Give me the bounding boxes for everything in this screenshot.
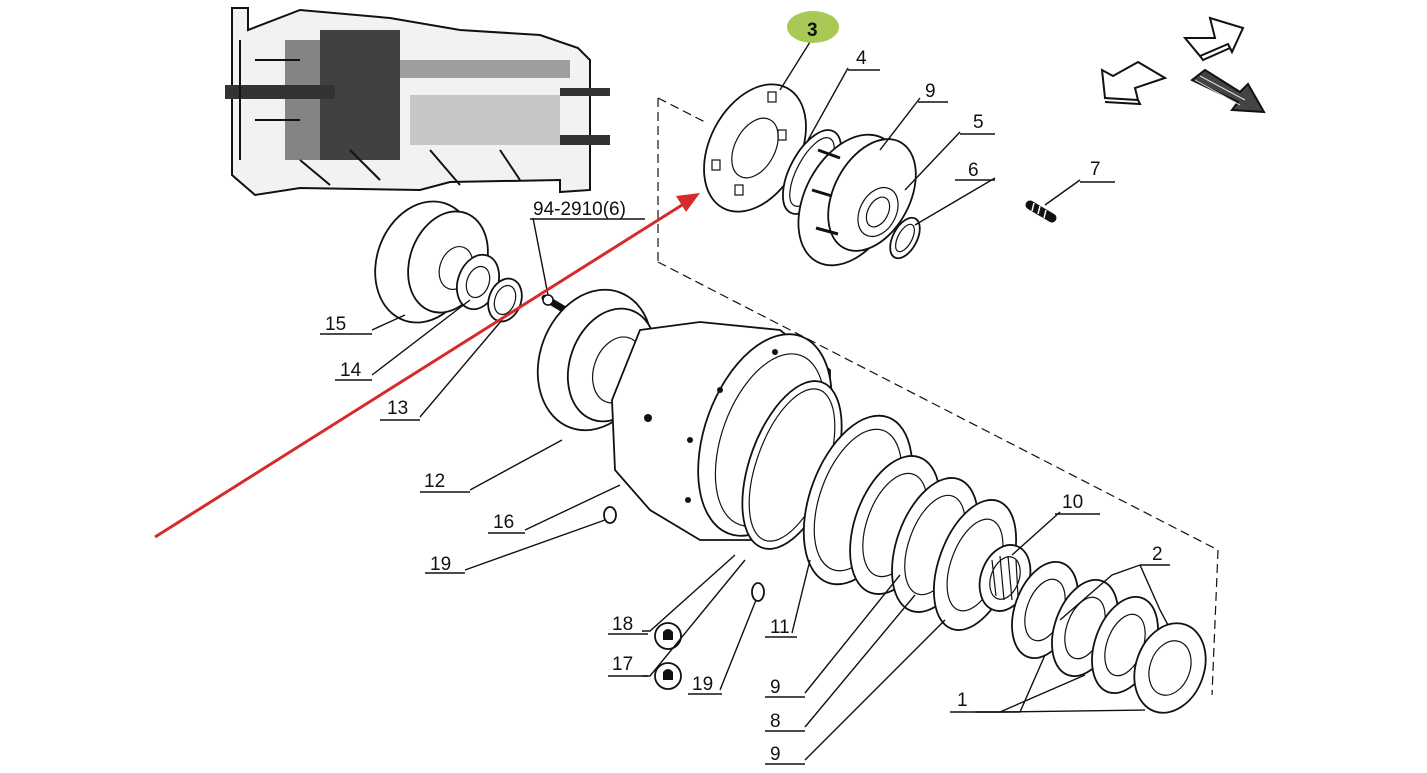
transmission-section-icon[interactable]: [225, 5, 610, 197]
label-5[interactable]: 5: [973, 112, 984, 133]
label-13[interactable]: 13: [387, 398, 408, 419]
part-7-pin[interactable]: [1025, 200, 1057, 223]
label-19-bottom[interactable]: 19: [692, 674, 713, 695]
label-1[interactable]: 1: [957, 690, 968, 711]
nav-arrow-down-left-icon[interactable]: [1100, 60, 1168, 106]
part-2-plates[interactable]: [1000, 553, 1171, 702]
leader-lines: [371, 41, 1169, 761]
part-18-plug-icon[interactable]: [654, 622, 682, 650]
label-9-middle[interactable]: 9: [770, 677, 781, 698]
label-10[interactable]: 10: [1062, 492, 1083, 513]
label-15[interactable]: 15: [325, 314, 346, 335]
label-19-left[interactable]: 19: [430, 554, 451, 575]
label-11[interactable]: 11: [770, 617, 790, 638]
nav-arrow-up-right-icon[interactable]: [1182, 16, 1245, 62]
part-1-end-ring[interactable]: [1122, 613, 1217, 723]
label-12[interactable]: 12: [424, 471, 445, 492]
red-pointer-arrow: [154, 193, 700, 539]
part-19-o-ring-lower[interactable]: [751, 582, 765, 602]
part-6-seal-ring[interactable]: [884, 213, 926, 263]
clutch-disc-stack[interactable]: [783, 401, 1032, 641]
nav-arrow-down-right-icon[interactable]: [1190, 68, 1266, 114]
label-8[interactable]: 8: [770, 711, 781, 732]
part-labels: 3 4 9 5 6 7 15 14 13 12 16 19 10 2 18 17…: [320, 20, 1170, 765]
label-4[interactable]: 4: [856, 48, 867, 69]
part-19-o-ring-upper[interactable]: [603, 506, 617, 524]
label-17[interactable]: 17: [612, 654, 633, 675]
label-18[interactable]: 18: [612, 614, 633, 635]
label-9-top[interactable]: 9: [925, 81, 936, 102]
label-14[interactable]: 14: [340, 360, 362, 381]
bolt-94-2910[interactable]: [541, 294, 569, 314]
label-7[interactable]: 7: [1090, 159, 1101, 180]
label-3[interactable]: 3: [807, 20, 818, 41]
label-16[interactable]: 16: [493, 512, 514, 533]
exploded-view-boundary: [657, 97, 1219, 696]
part-5-hub[interactable]: [777, 117, 933, 283]
label-9-bottom[interactable]: 9: [770, 744, 781, 765]
part-17-plug-icon[interactable]: [654, 662, 682, 690]
part-3-plate[interactable]: [683, 67, 826, 229]
label-2[interactable]: 2: [1152, 544, 1163, 565]
label-6[interactable]: 6: [968, 160, 979, 181]
highlight-badge: [787, 11, 839, 43]
ref-code-label[interactable]: 94-2910(6): [533, 199, 626, 220]
